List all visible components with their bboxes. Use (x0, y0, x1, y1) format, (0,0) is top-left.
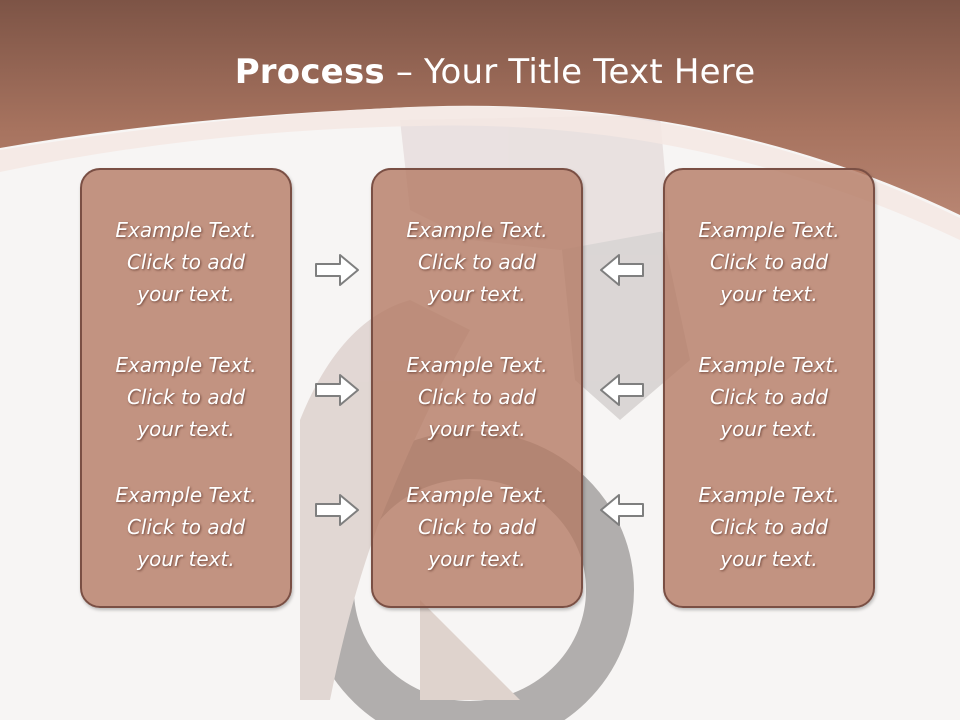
text-line: your text. (137, 547, 235, 571)
text-block[interactable]: Example Text. Click to add your text. (665, 214, 873, 310)
text-line: your text. (137, 282, 235, 306)
text-line: Example Text. (406, 353, 548, 377)
process-box-right[interactable]: Example Text. Click to add your text. Ex… (663, 168, 875, 608)
text-line: Click to add (709, 250, 829, 274)
arrow-left-icon (600, 254, 644, 286)
text-line: Click to add (417, 250, 537, 274)
text-line: Example Text. (115, 218, 257, 242)
text-line: Example Text. (698, 218, 840, 242)
title-bold: Process (234, 52, 385, 92)
text-block[interactable]: Example Text. Click to add your text. (82, 479, 290, 575)
text-line: Click to add (126, 515, 246, 539)
text-line: Click to add (709, 385, 829, 409)
text-line: Click to add (417, 515, 537, 539)
text-line: Example Text. (115, 483, 257, 507)
text-block[interactable]: Example Text. Click to add your text. (373, 349, 581, 445)
text-line: your text. (720, 282, 818, 306)
text-line: your text. (428, 282, 526, 306)
title-rest: – Your Title Text Here (384, 52, 756, 92)
text-line: your text. (720, 547, 818, 571)
text-block[interactable]: Example Text. Click to add your text. (373, 214, 581, 310)
arrow-right-icon (315, 374, 359, 406)
text-block[interactable]: Example Text. Click to add your text. (373, 479, 581, 575)
text-block[interactable]: Example Text. Click to add your text. (82, 214, 290, 310)
arrow-right-icon (315, 254, 359, 286)
text-line: your text. (720, 417, 818, 441)
arrow-left-icon (600, 374, 644, 406)
text-block[interactable]: Example Text. Click to add your text. (665, 349, 873, 445)
text-block[interactable]: Example Text. Click to add your text. (82, 349, 290, 445)
text-line: Click to add (126, 385, 246, 409)
text-line: Example Text. (406, 218, 548, 242)
text-line: your text. (137, 417, 235, 441)
text-line: your text. (428, 547, 526, 571)
text-line: your text. (428, 417, 526, 441)
page-title: Process – Your Title Text Here (0, 52, 960, 92)
text-line: Click to add (126, 250, 246, 274)
text-block[interactable]: Example Text. Click to add your text. (665, 479, 873, 575)
text-line: Example Text. (698, 353, 840, 377)
text-line: Example Text. (115, 353, 257, 377)
process-box-center[interactable]: Example Text. Click to add your text. Ex… (371, 168, 583, 608)
process-box-left[interactable]: Example Text. Click to add your text. Ex… (80, 168, 292, 608)
text-line: Example Text. (406, 483, 548, 507)
text-line: Click to add (417, 385, 537, 409)
text-line: Example Text. (698, 483, 840, 507)
text-line: Click to add (709, 515, 829, 539)
arrow-left-icon (600, 494, 644, 526)
arrow-right-icon (315, 494, 359, 526)
